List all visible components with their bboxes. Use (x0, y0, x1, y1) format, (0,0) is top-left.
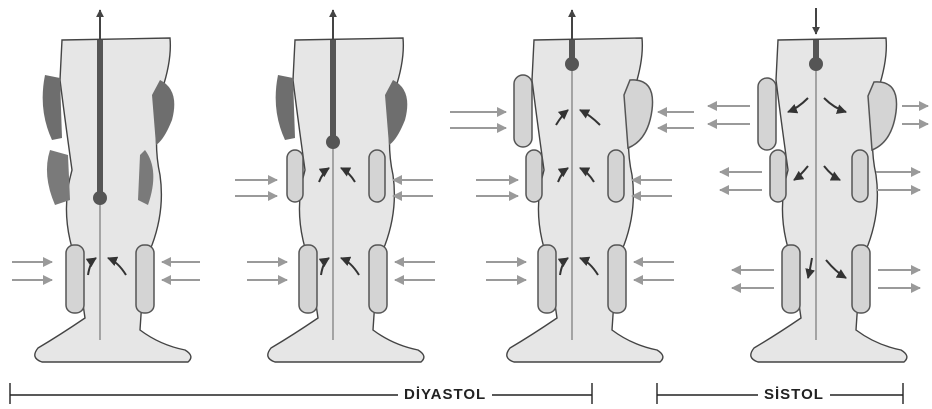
cuff-mid-left (47, 150, 70, 205)
cuff-upper-right (385, 80, 407, 145)
panel-stage-4 (708, 8, 928, 362)
cuff-upper-right (152, 80, 174, 145)
diastole-label: DİYASTOL (398, 386, 492, 404)
cuff-calf-right (608, 245, 626, 313)
cuff-upper-right (868, 82, 897, 150)
cuff-thigh-left (526, 150, 542, 202)
cuff-upper-left (758, 78, 776, 150)
cuff-thigh-left (770, 150, 786, 202)
cuff-calf-left (782, 245, 800, 313)
cuff-thigh-right (369, 150, 385, 202)
cuff-calf-right (369, 245, 387, 313)
cuff-thigh-right (852, 150, 868, 202)
cuff-upper-left (514, 75, 532, 147)
cuff-upper-left (276, 75, 295, 140)
systole-label: SİSTOL (758, 386, 830, 404)
cuff-calf-right (852, 245, 870, 313)
cuff-upper-right (624, 80, 653, 148)
panel-stage-2 (235, 10, 435, 362)
cuff-calf-left (538, 245, 556, 313)
diastole-bracket (10, 383, 592, 404)
panel-stage-1 (12, 10, 200, 362)
cuff-thigh-left (287, 150, 303, 202)
cuff-calf-left (299, 245, 317, 313)
panel-stage-3 (450, 10, 694, 362)
cuff-calf-left (66, 245, 84, 313)
cuff-thigh-right (608, 150, 624, 202)
cuff-upper-left (43, 75, 62, 140)
cuff-calf-right (136, 245, 154, 313)
